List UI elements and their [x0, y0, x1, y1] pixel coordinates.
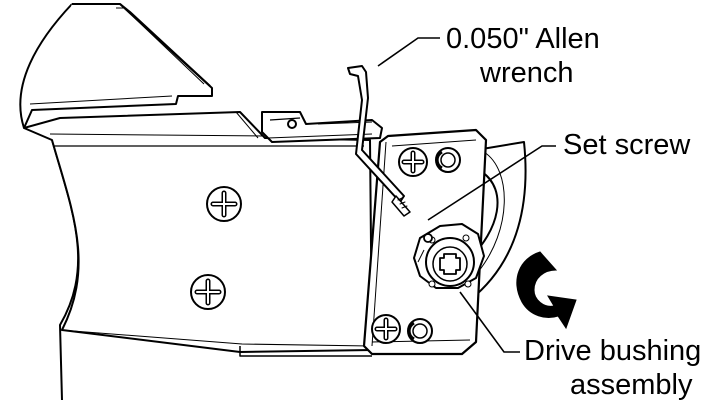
callout-drive-bushing-line1: Drive bushing [524, 335, 701, 367]
clockwise-rotation-arrow-icon [516, 251, 577, 330]
hinge-latch [261, 111, 383, 143]
allen-wrench [347, 65, 411, 217]
callout-drive-bushing-line2: assembly [570, 369, 693, 400]
leader-set-screw [427, 145, 556, 221]
rail-screw-lower [190, 274, 226, 310]
callout-allen-wrench-line1: 0.050" Allen [446, 23, 600, 55]
rail-screw-upper [206, 186, 242, 222]
drive-bushing-assembly [413, 223, 485, 289]
plate-screw-bottom [371, 314, 401, 344]
main-rail [23, 111, 373, 357]
callout-set-screw: Set screw [563, 129, 691, 161]
plate-hole-bottom [407, 318, 433, 344]
housing-shell [0, 0, 213, 400]
leader-lines [377, 37, 556, 353]
plate-screw-top [398, 147, 428, 177]
leader-allen-wrench [377, 37, 440, 67]
set-screw [423, 233, 433, 243]
callout-allen-wrench-line2: wrench [479, 57, 574, 89]
leader-drive-bushing [459, 291, 520, 353]
plate-hole-top [435, 147, 461, 173]
